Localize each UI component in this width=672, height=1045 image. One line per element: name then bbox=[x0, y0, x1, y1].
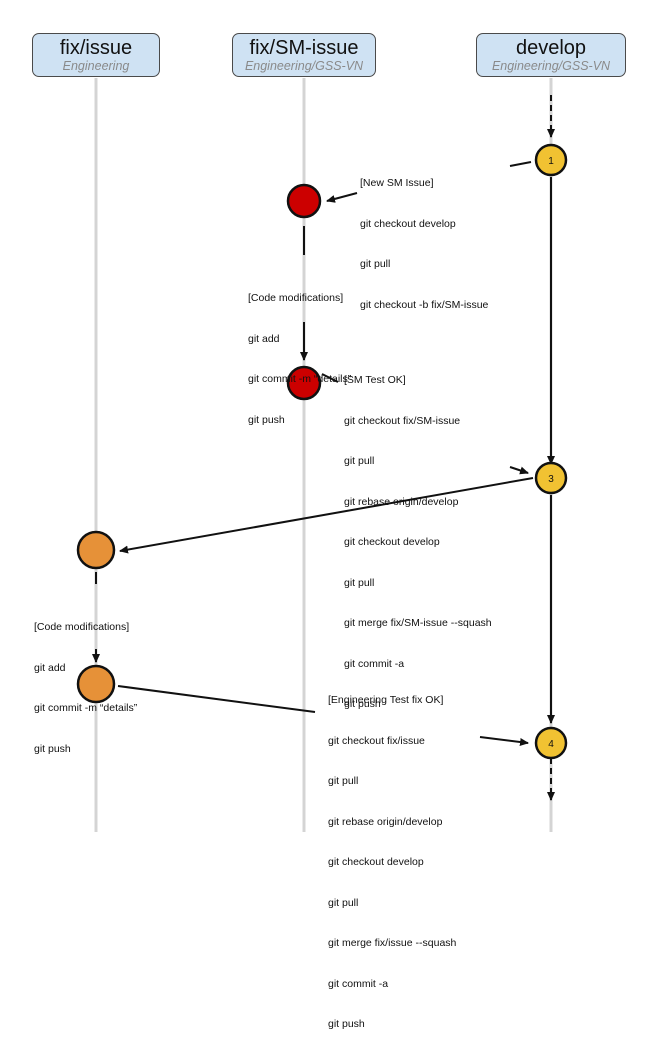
branch-repo: Engineering/GSS-VN bbox=[491, 59, 611, 73]
arrow-to-develop-4 bbox=[479, 736, 529, 746]
note-line: git merge fix/SM-issue --squash bbox=[344, 617, 492, 629]
branch-header-fix-sm-issue: fix/SM-issue Engineering/GSS-VN bbox=[232, 33, 376, 77]
connector-sm-test-ok bbox=[321, 373, 339, 383]
note-line: git rebase origin/develop bbox=[344, 495, 459, 508]
arrow-develop-to-sm-branch bbox=[326, 192, 358, 203]
note-line: git push bbox=[248, 413, 285, 426]
branch-header-develop: develop Engineering/GSS-VN bbox=[476, 33, 626, 77]
note-eng-test-ok: [Engineering Test fix OK] git checkout f… bbox=[328, 667, 456, 1045]
note-line: git commit -a bbox=[328, 977, 389, 990]
note-line: git checkout develop bbox=[328, 856, 424, 868]
note-line: git checkout fix/issue bbox=[328, 734, 425, 747]
commit-node-label: 3 bbox=[548, 474, 554, 485]
branch-repo: Engineering bbox=[62, 59, 130, 73]
branch-name: develop bbox=[515, 37, 587, 59]
note-line: [Code modifications] bbox=[248, 292, 344, 304]
note-line: git add bbox=[248, 332, 280, 345]
commit-node-sm-test-ok bbox=[286, 365, 322, 401]
note-line: git push bbox=[34, 742, 71, 755]
note-line: git add bbox=[34, 661, 66, 674]
note-line: git checkout fix/SM-issue bbox=[344, 414, 461, 427]
note-line: git checkout -b fix/SM-issue bbox=[360, 298, 489, 311]
arrow-to-develop-3 bbox=[509, 466, 529, 475]
commit-node-sm-branch-start bbox=[286, 183, 322, 219]
commit-node-label: 1 bbox=[548, 156, 554, 167]
note-sm-code-modifications: [Code modifications] git add git commit … bbox=[248, 265, 351, 441]
note-line: git push bbox=[328, 1018, 365, 1030]
note-line: [SM Test OK] bbox=[344, 374, 406, 386]
branch-name: fix/SM-issue bbox=[249, 37, 359, 59]
note-line: [Engineering Test fix OK] bbox=[328, 694, 444, 706]
commit-node-label: 4 bbox=[548, 739, 554, 750]
note-line: git pull bbox=[360, 258, 391, 270]
arrow-develop-to-fix-issue bbox=[119, 477, 534, 554]
commit-node-fix-issue-start bbox=[76, 530, 116, 570]
branch-name: fix/issue bbox=[59, 37, 133, 59]
note-eng-code-modifications: [Code modifications] git add git commit … bbox=[34, 594, 137, 770]
commit-node-develop-4 bbox=[534, 726, 568, 760]
branch-header-fix-issue: fix/issue Engineering bbox=[32, 33, 160, 77]
note-line: git checkout develop bbox=[360, 217, 456, 230]
note-line: git push bbox=[344, 698, 381, 710]
note-new-sm-issue: [New SM Issue] git checkout develop git … bbox=[360, 150, 488, 326]
note-line: git pull bbox=[328, 775, 359, 787]
commit-node-develop-1 bbox=[534, 143, 568, 177]
note-sm-test-ok: [SM Test OK] git checkout fix/SM-issue g… bbox=[344, 347, 492, 725]
note-line: git merge fix/issue --squash bbox=[328, 937, 457, 949]
commit-node-fix-issue-test-ok bbox=[76, 664, 116, 704]
branch-repo: Engineering/GSS-VN bbox=[244, 59, 364, 73]
note-line: git pull bbox=[344, 576, 375, 589]
note-line: git rebase origin/develop bbox=[328, 815, 443, 828]
note-line: git commit -a bbox=[344, 657, 405, 670]
note-line: git pull bbox=[328, 896, 359, 909]
note-line: git commit -m “details” bbox=[248, 373, 352, 385]
note-line: git commit -m “details” bbox=[34, 702, 138, 714]
note-line: git pull bbox=[344, 455, 375, 467]
connector-develop-1 bbox=[509, 161, 532, 167]
connector-eng-test-ok bbox=[117, 685, 316, 713]
note-line: git checkout develop bbox=[344, 536, 440, 548]
note-line: [Code modifications] bbox=[34, 621, 130, 633]
commit-node-develop-3 bbox=[534, 461, 568, 495]
note-line: [New SM Issue] bbox=[360, 177, 434, 189]
git-flow-diagram: 1 3 4 bbox=[76, 78, 568, 832]
